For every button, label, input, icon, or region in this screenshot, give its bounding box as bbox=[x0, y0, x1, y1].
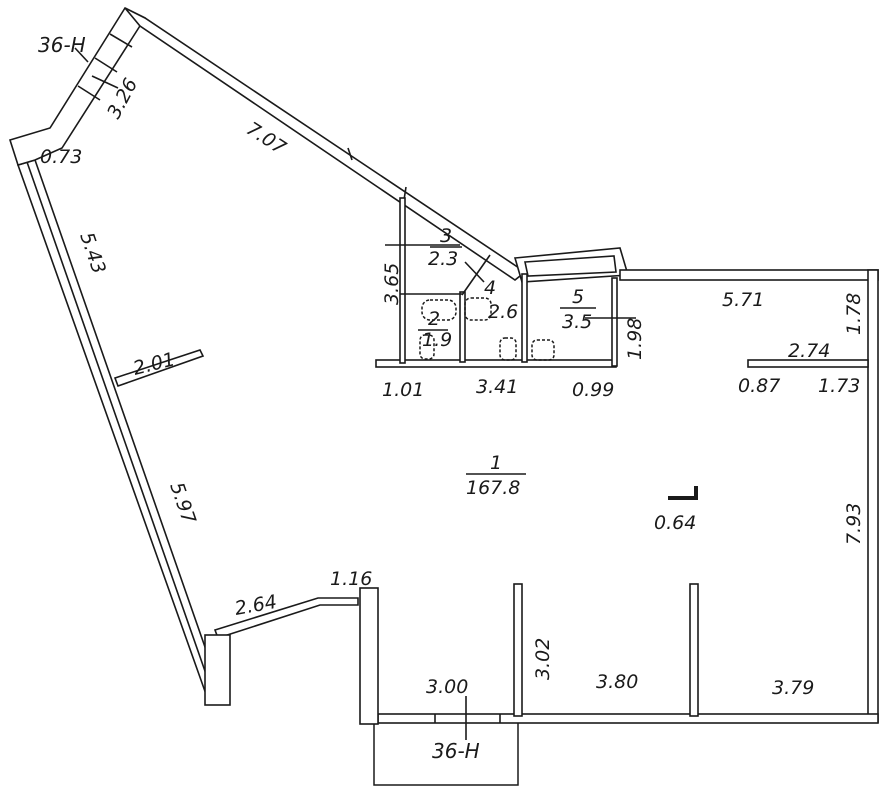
left-wall bbox=[16, 159, 221, 699]
dim-0-64: 0.64 bbox=[654, 512, 696, 534]
dim-5-97: 5.97 bbox=[165, 479, 200, 526]
dim-7-93: 7.93 bbox=[843, 503, 865, 545]
section-mark-top: 36-Н bbox=[38, 33, 86, 57]
dim-0-87: 0.87 bbox=[738, 375, 780, 397]
section-mark-bottom: 36-Н bbox=[432, 739, 480, 763]
right-wall bbox=[867, 269, 879, 723]
room-area: 1.9 bbox=[422, 329, 452, 351]
top-diagonal-wall bbox=[124, 7, 527, 281]
dim-1-98: 1.98 bbox=[624, 318, 646, 360]
fixtures bbox=[419, 297, 555, 361]
room-4-label: 4 2.6 bbox=[484, 277, 518, 323]
dim-3-80: 3.80 bbox=[596, 671, 638, 693]
room-area: 167.8 bbox=[466, 477, 520, 499]
room-2-label: 2 1.9 bbox=[418, 308, 452, 351]
dim-1-01: 1.01 bbox=[382, 379, 424, 401]
bottom-wall bbox=[377, 713, 879, 724]
dim-2-74: 2.74 bbox=[788, 340, 830, 362]
room-3-label: 3 2.3 bbox=[428, 225, 462, 270]
dim-3-26: 3.26 bbox=[103, 75, 142, 123]
top-right-wall bbox=[619, 269, 879, 281]
room-area: 2.3 bbox=[428, 248, 458, 270]
dim-3-41: 3.41 bbox=[476, 376, 518, 398]
room-area: 2.6 bbox=[488, 301, 518, 323]
room-area: 3.5 bbox=[562, 311, 592, 333]
dim-3-00: 3.00 bbox=[426, 676, 468, 698]
interior-partitions bbox=[113, 197, 869, 717]
room-number: 5 bbox=[572, 286, 584, 308]
dim-5-43: 5.43 bbox=[75, 229, 110, 276]
room-number: 2 bbox=[428, 308, 440, 330]
dim-5-71: 5.71 bbox=[722, 289, 764, 311]
dim-1-73: 1.73 bbox=[818, 375, 860, 397]
top-niche bbox=[513, 247, 630, 283]
bottom-entry bbox=[373, 723, 519, 786]
dim-3-02: 3.02 bbox=[532, 638, 554, 680]
room-number: 3 bbox=[440, 225, 452, 247]
dim-2-01: 2.01 bbox=[131, 348, 177, 380]
bottom-left-walls bbox=[204, 587, 379, 725]
dim-0-99: 0.99 bbox=[572, 379, 614, 401]
room-number: 4 bbox=[484, 277, 496, 299]
dim-3-65: 3.65 bbox=[381, 263, 403, 305]
top-left-corner bbox=[8, 6, 147, 166]
dim-0-73: 0.73 bbox=[40, 146, 82, 168]
room-5-label: 5 3.5 bbox=[560, 286, 596, 333]
room-number: 1 bbox=[490, 452, 502, 474]
dim-3-79: 3.79 bbox=[772, 677, 814, 699]
dim-1-78: 1.78 bbox=[843, 293, 865, 335]
dim-7-07: 7.07 bbox=[242, 118, 289, 159]
room-1-label: 1 167.8 bbox=[466, 452, 526, 499]
dim-1-16: 1.16 bbox=[330, 568, 372, 590]
leader-lines bbox=[74, 47, 636, 740]
